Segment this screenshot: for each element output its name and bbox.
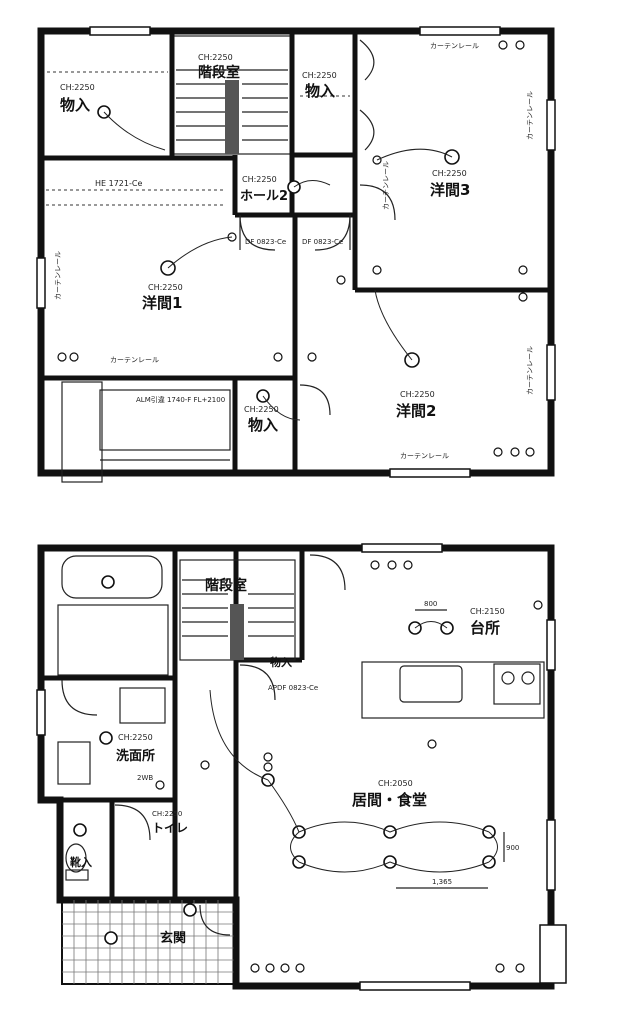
upper-stair-treads [176,69,288,154]
toilet-code: CH:2250 [152,810,182,818]
kitchen-stove [493,663,541,705]
curtain-label: カーテンレール [400,452,449,460]
living-dimension-horizontal: 1,365 [432,878,452,886]
lower-door-note: APDF 0823-Ce [268,684,318,692]
living-name: 居間・食堂 [352,791,427,809]
balcony-note: ALM引違 1740-F FL+2100 [136,395,225,404]
upper-doors [239,39,396,416]
closet-note: HE 1721-Ce [95,179,142,188]
curtain-label: カーテンレール [382,161,390,210]
lower-living-light-loop [209,621,498,873]
entrance-name: 玄関 [160,930,186,946]
living-dimension-vertical: 900 [506,844,519,852]
western-2-name: 洋間2 [396,402,436,420]
door-note-right: DF 0823-Ce [302,238,343,246]
kitchen-dimension: 800 [424,600,437,608]
upper-outlets [57,40,535,457]
storage-3-code: CH:2250 [244,405,279,414]
curtain-label: カーテンレール [526,346,534,395]
bath-floor [57,604,169,676]
washroom-name: 洗面所 [116,748,155,764]
stairs-name: 階段室 [198,64,240,81]
lower-floor-plan: 800 1,365 900 階段室 CH:2150 台所 物入 APDF 082… [36,543,567,991]
lower-stairs-name: 階段室 [205,577,247,594]
kitchen-name: 台所 [470,619,500,637]
upper-wiring [103,111,453,421]
storage-3-name: 物入 [248,416,278,434]
lower-dimensions: 800 1,365 900 [396,600,519,889]
lower-storage-name: 物入 [270,655,292,669]
bathtub [61,555,163,599]
upper-balcony-rail [61,381,103,483]
lower-room-labels: 階段室 CH:2150 台所 物入 APDF 0823-Ce CH:2250 洗… [70,577,505,946]
curtain-label: カーテンレール [54,251,62,300]
lower-doors [61,554,346,936]
storage-1-name: 物入 [60,96,90,114]
entrance-tile-area [61,899,237,985]
upper-room-labels: CH:2250 物入 CH:2250 階段室 CH:2250 物入 CH:225… [60,53,470,434]
storage-2-name: 物入 [305,82,335,100]
entrance-tiles [62,900,236,984]
curtain-label: カーテンレール [526,91,534,140]
shoe-closet-name: 靴入 [70,855,92,869]
upper-windows [36,26,556,478]
western-3-code: CH:2250 [432,169,467,178]
lower-stair-treads [182,579,294,660]
toilet-name: トイレ [152,821,188,835]
hall-code: CH:2250 [242,175,277,184]
kitchen-counter [361,661,545,719]
lower-outlets [155,560,543,973]
curtain-label: カーテンレール [110,356,159,364]
western-2-code: CH:2250 [400,390,435,399]
lower-windows [36,543,567,991]
storage-1-code: CH:2250 [60,83,95,92]
living-code: CH:2050 [378,779,413,788]
upper-notes: HE 1721-Ce DF 0823-Ce DF 0823-Ce ALM引違 1… [95,179,343,404]
washing-machine [57,741,91,785]
kitchen-code: CH:2150 [470,607,505,616]
western-1-name: 洋間1 [142,294,182,312]
storage-2-code: CH:2250 [302,71,337,80]
upper-floor-plan: CH:2250 物入 CH:2250 階段室 CH:2250 物入 CH:225… [36,26,556,483]
upper-interior-walls [41,31,551,473]
kitchen-sink [399,665,463,703]
washroom-2wb: 2WB [137,774,153,782]
western-1-code: CH:2250 [148,283,183,292]
lower-interior-walls [41,548,305,986]
toilet-bowl [65,843,87,873]
washroom-code: CH:2250 [118,733,153,742]
door-note-left: DF 0823-Ce [245,238,286,246]
hall-name: ホール2 [240,189,288,204]
western-3-name: 洋間3 [430,181,470,199]
curtain-label: カーテンレール [430,42,479,50]
stairs-code: CH:2250 [198,53,233,62]
washstand [119,687,166,724]
upper-curtain-labels: カーテンレール カーテンレール カーテンレール カーテンレール カーテンレール … [54,42,534,460]
